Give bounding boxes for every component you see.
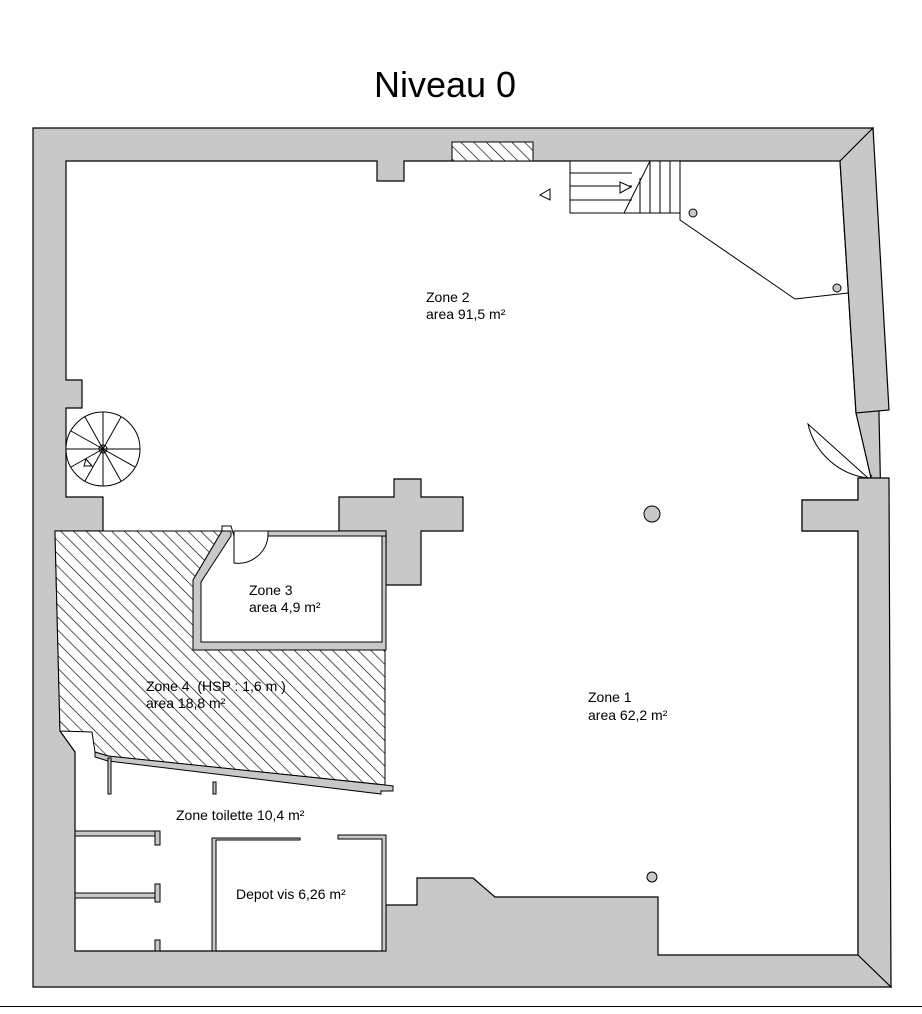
zone3-area: area 4,9 m²: [249, 599, 321, 615]
plan-title: Niveau 0: [373, 64, 517, 105]
toilet-partition: [94, 751, 394, 795]
main-stairs: [569, 160, 681, 214]
column-large: [643, 505, 661, 523]
depot-vis-label: Depot vis 6,26 m²: [236, 886, 346, 902]
depot-walls: [211, 837, 301, 952]
spiral-staircase: [65, 411, 141, 487]
toilet-cubicle-post-2: [154, 883, 161, 903]
zone-toilette-label: Zone toilette 10,4 m²: [176, 807, 305, 823]
stair-landing-edge: [679, 213, 849, 300]
zone3-door-wall: [267, 530, 387, 537]
chimney-hatch: [451, 141, 534, 162]
zone1-area: area 62,2 m²: [588, 707, 668, 723]
zone1-name: Zone 1: [588, 689, 632, 705]
zone4-area: area 18,8 m²: [146, 695, 226, 711]
partition-post-mid: [212, 781, 217, 795]
page-bottom-rule: [0, 1006, 922, 1007]
toilet-cubicle-wall-1: [74, 830, 161, 837]
zone3-name: Zone 3: [249, 582, 293, 598]
zone2-area: area 91,5 m²: [426, 306, 506, 322]
zone2-name: Zone 2: [426, 289, 470, 305]
toilet-cubicle-post-1: [154, 830, 161, 846]
zone4-name: Zone 4 (HSP : 1,6 m ): [146, 678, 286, 694]
column-small-2: [832, 283, 842, 293]
column-small-1: [688, 208, 698, 218]
toilet-cubicle-wall-2: [74, 892, 161, 899]
entrance-door-swing: [807, 422, 869, 479]
entrance-door-leaf: [869, 474, 873, 479]
column-small-3: [646, 871, 658, 883]
right-wall: [839, 126, 890, 414]
right-lower-wall: [801, 477, 892, 989]
stair-arrow-left-icon: [538, 188, 551, 201]
partition-post-left: [107, 757, 112, 795]
toilet-cubicle-post-3: [154, 939, 161, 952]
zone3-door-swing: [233, 535, 269, 564]
zone3-wall-fill: [192, 530, 387, 651]
